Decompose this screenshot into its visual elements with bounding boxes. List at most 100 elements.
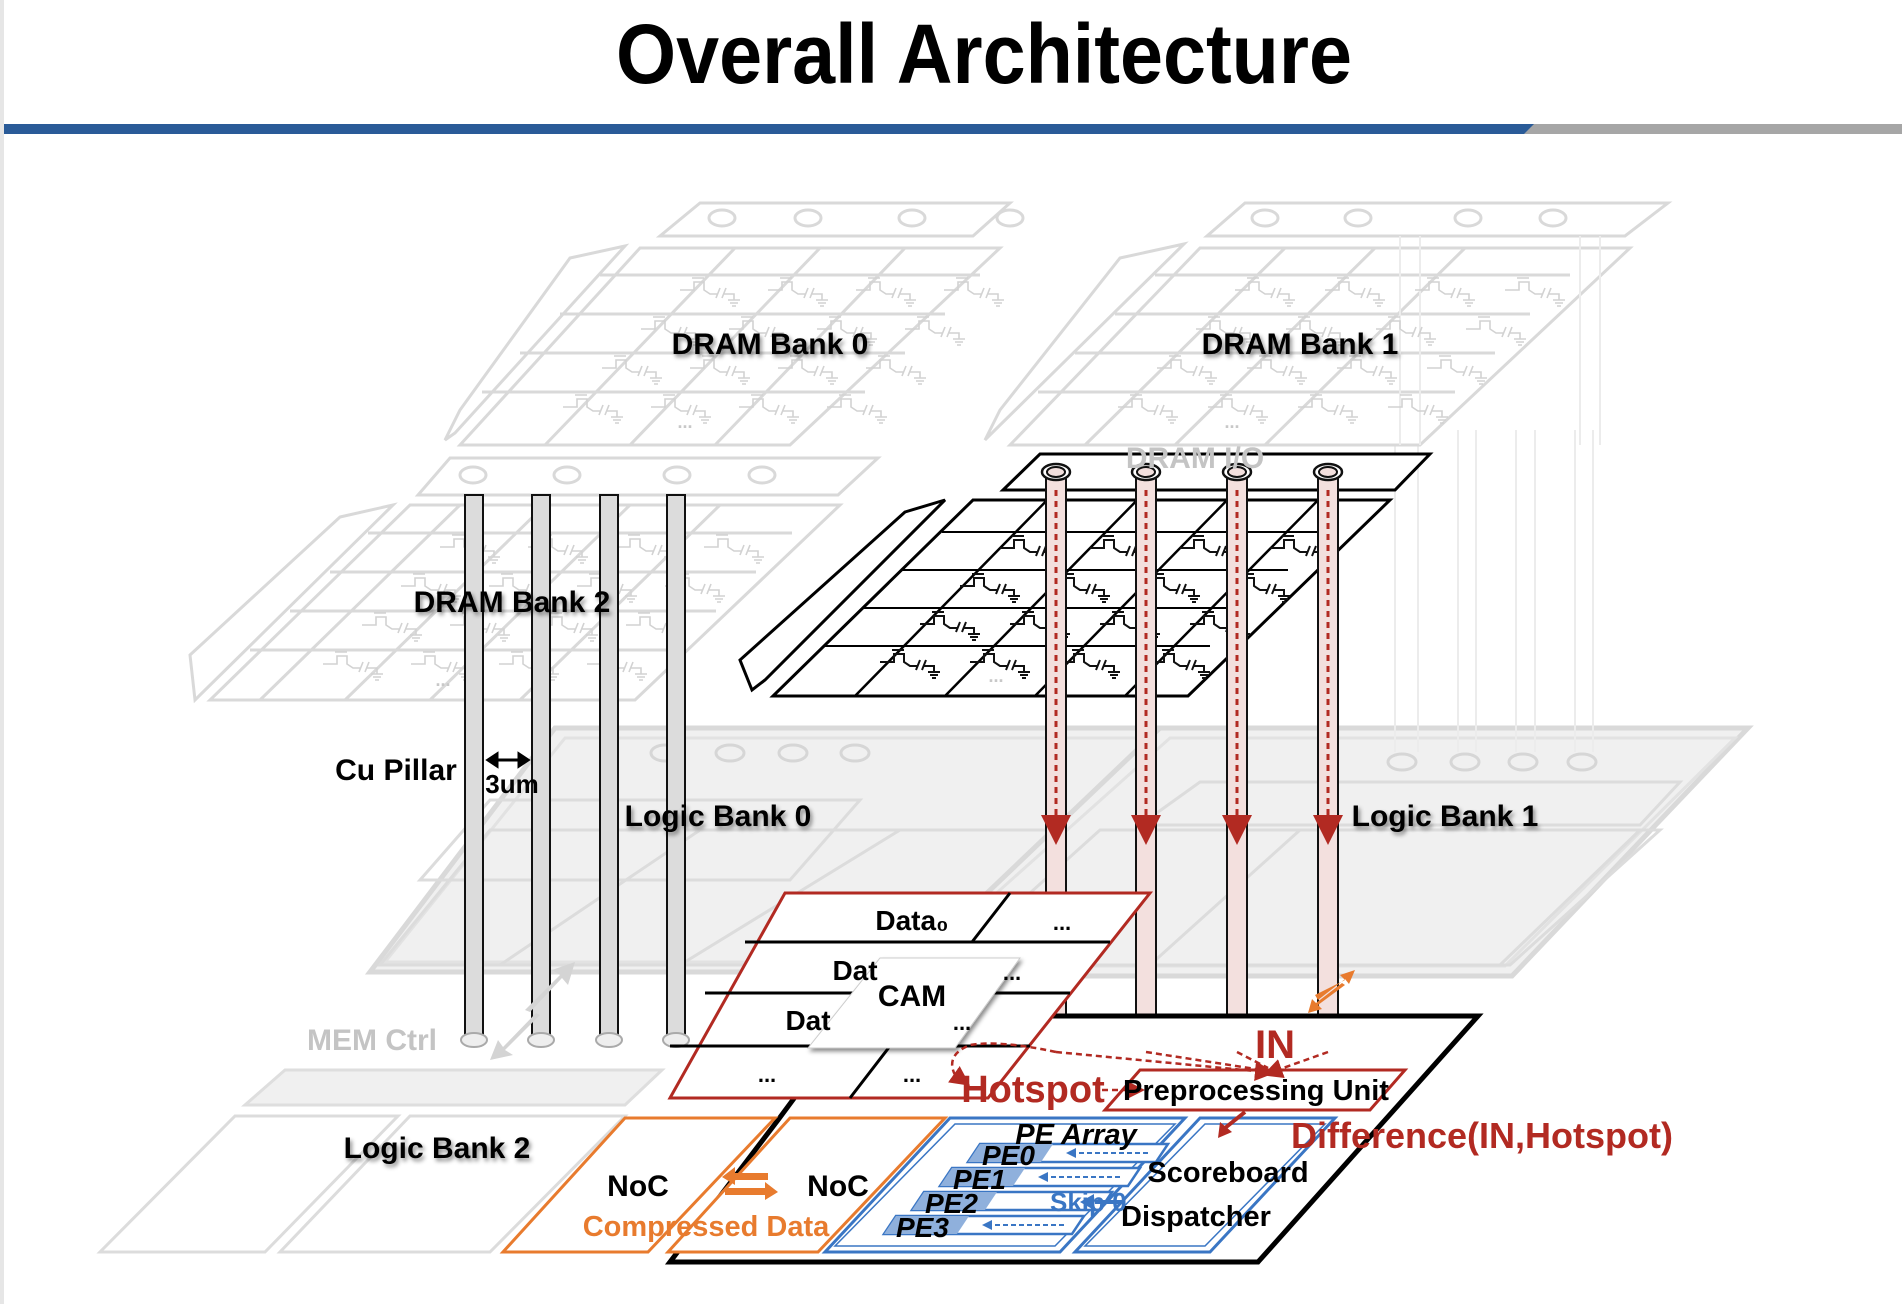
dram-cell-glyph <box>1298 394 1358 424</box>
dram-cell-glyph <box>1150 649 1210 679</box>
logic-bank-2-label: Logic Bank 2 <box>344 1132 531 1165</box>
pe-row <box>881 1214 1087 1236</box>
dram-bank-0-ellipsis: ... <box>677 412 692 432</box>
dram-cell-glyph <box>651 394 711 424</box>
dram-cell-glyph <box>704 534 764 564</box>
cam-cell-data2: Dat <box>785 1005 830 1036</box>
compressed-data-arrows <box>722 1167 778 1200</box>
pe-rows <box>881 1142 1171 1236</box>
noc-left-label: NoC <box>607 1170 669 1203</box>
dram-cell-glyph <box>563 394 623 424</box>
cu-pillar <box>527 494 555 1048</box>
dram-cell-glyph <box>323 651 383 681</box>
logic-bank-2-plane <box>96 1114 629 1254</box>
skip-zero-label: Skip 0 <box>1050 1187 1127 1217</box>
dispatcher-label: Dispatcher <box>1121 1201 1271 1233</box>
dram-cell-glyph <box>641 316 701 346</box>
dram-cell-glyph <box>827 394 887 424</box>
cam-cell-ellipsis: ... <box>1003 960 1021 985</box>
dram-cell-glyph <box>970 649 1030 679</box>
hotspot-flow-arrows <box>948 1042 1329 1100</box>
dram-cell-glyph <box>778 355 838 385</box>
dram-cell-glyph <box>1140 573 1200 603</box>
dram-cell-glyph <box>1247 355 1307 385</box>
dram-cell-glyph <box>538 612 598 642</box>
hotspot-label: Hotspot <box>961 1069 1105 1111</box>
dram-cell-glyph <box>817 316 877 346</box>
pe-label: PE3 <box>896 1212 949 1243</box>
dram-cell-glyph <box>1415 277 1475 307</box>
dram-cell-glyph <box>1505 277 1565 307</box>
dram-cell-glyph <box>1388 394 1448 424</box>
logic-bank-1-label: Logic Bank 1 <box>1352 800 1539 833</box>
dram-bank-2-ellipsis: ... <box>435 670 450 690</box>
dram-cell-glyph <box>1427 355 1487 385</box>
pe-label: PE2 <box>925 1188 978 1219</box>
pe-label: PE1 <box>953 1164 1006 1195</box>
cam-cell-ellipsis: ... <box>1053 910 1071 935</box>
dram-bank-1-ellipsis: ... <box>1224 412 1239 432</box>
dram-cell-glyph <box>856 277 916 307</box>
dram-cell-glyph <box>1060 649 1120 679</box>
cam-cell-ellipsis: ... <box>953 1010 971 1035</box>
pillar-pitch-label: 3um <box>485 769 538 799</box>
in-label: IN <box>1255 1023 1295 1067</box>
dram-cell-glyph <box>944 277 1004 307</box>
logic-bank-0-label: Logic Bank 0 <box>625 800 812 833</box>
cam-cell-data1: Dat <box>832 955 877 986</box>
noc-left-box <box>499 1116 779 1254</box>
dram-bank-0 <box>443 201 1025 447</box>
tsv-pillar <box>1312 462 1344 1062</box>
dram-cell-glyph <box>680 277 740 307</box>
pe-row <box>937 1166 1143 1188</box>
pe-array-label: PE Array <box>1015 1119 1138 1151</box>
dram-cell-glyph <box>401 573 461 603</box>
cu-pillar <box>595 494 623 1048</box>
cam-label: CAM <box>878 980 946 1013</box>
dram-cell-glyph <box>866 355 926 385</box>
title-underline-blue <box>4 124 1534 134</box>
tsv-pillar <box>1130 462 1162 1062</box>
tsv-pillar <box>1221 462 1253 1062</box>
cu-pillar <box>662 494 690 1048</box>
dram-io-label: DRAM I/O <box>1126 442 1264 475</box>
dram-cell-glyph <box>1208 394 1268 424</box>
compressed-data-label: Compressed Data <box>583 1211 830 1243</box>
dram-bank-2-label: DRAM Bank 2 <box>414 586 611 619</box>
in-orange-arrows <box>1308 970 1355 1013</box>
scoreboard-dispatcher-box <box>1071 1116 1339 1254</box>
cu-pillars <box>460 494 690 1048</box>
dram-cell-glyph <box>768 277 828 307</box>
difference-arrow <box>1218 1110 1247 1138</box>
dram-bank-0-label: DRAM Bank 0 <box>672 328 869 361</box>
dram-cell-glyph <box>690 355 750 385</box>
cu-pillar <box>460 494 488 1048</box>
dram-cell-glyph <box>729 316 789 346</box>
dram-cell-glyph <box>1337 355 1397 385</box>
mem-ctrl-plane <box>241 1068 666 1107</box>
slide-title: Overall Architecture <box>616 7 1352 101</box>
dram-faded-cell-glyphs <box>323 277 1565 681</box>
dram-cell-glyph <box>362 612 422 642</box>
dram-cell-glyph <box>880 649 940 679</box>
cu-pillar-label: Cu Pillar <box>335 754 457 787</box>
pe-label: PE0 <box>982 1140 1035 1171</box>
dram-cell-glyph <box>1050 573 1110 603</box>
dram-cell-glyph <box>1325 277 1385 307</box>
dram-cell-glyph <box>1466 316 1526 346</box>
dram-cell-glyph <box>920 611 980 641</box>
noc-right-label: NoC <box>807 1170 869 1203</box>
difference-label: Difference(IN,Hotspot) <box>1291 1115 1673 1156</box>
pe-row <box>909 1190 1115 1212</box>
dram-bank-1-label: DRAM Bank 1 <box>1202 328 1399 361</box>
dram-cell-glyph <box>905 316 965 346</box>
dram-cell-glyph <box>1286 316 1346 346</box>
dram-cell-glyph <box>1157 355 1217 385</box>
pillar-pitch-arrow <box>485 751 531 769</box>
dram-cell-glyph <box>739 394 799 424</box>
dram-cell-glyph <box>602 355 662 385</box>
title-underline-gray <box>1524 124 1902 134</box>
dispatch-arrow <box>1080 1194 1122 1210</box>
cam-cell-ellipsis: ... <box>903 1062 921 1087</box>
